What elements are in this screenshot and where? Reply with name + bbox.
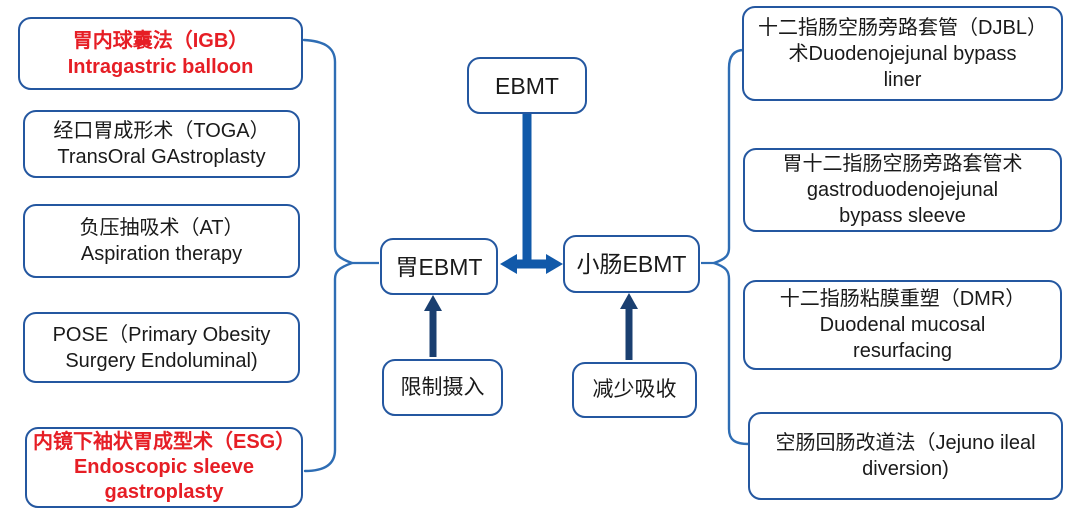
up-arrow-intestine: [620, 293, 638, 360]
node-line: Intragastric balloon: [67, 55, 254, 78]
node-line: resurfacing: [853, 340, 952, 362]
node-line: TransOral GAstroplasty: [57, 146, 266, 168]
node-dmr: 十二指肠粘膜重塑（DMR） Duodenal mucosal resurfaci…: [743, 280, 1062, 370]
node-line: 胃EBMT: [395, 253, 483, 280]
bidirectional-arrow: [500, 254, 563, 274]
node-line: 限制摄入: [400, 375, 485, 399]
node-ebmt-root: EBMT: [467, 57, 587, 114]
node-jejuno-ileal: 空肠回肠改道法（Jejuno ileal diversion): [748, 412, 1063, 500]
left-brace: [302, 38, 379, 473]
node-restrict-intake: 限制摄入: [382, 359, 503, 416]
node-line: Endoscopic sleeve: [73, 456, 255, 478]
node-line: 小肠EBMT: [576, 251, 687, 277]
node-igb: 胃内球囊法（IGB） Intragastric balloon: [18, 17, 303, 90]
node-line: 十二指肠粘膜重塑（DMR）: [779, 288, 1026, 310]
node-djbl: 十二指肠空肠旁路套管（DJBL） 术Duodenojejunal bypass …: [742, 6, 1063, 101]
right-brace: [701, 48, 751, 446]
node-line: EBMT: [495, 72, 559, 99]
node-line: liner: [883, 68, 922, 91]
node-line: 胃十二指肠空肠旁路套管术: [782, 153, 1023, 175]
node-line: Surgery Endoluminal): [65, 349, 258, 372]
node-line: Aspiration therapy: [80, 243, 243, 265]
node-line: 术Duodenojejunal bypass: [788, 42, 1017, 65]
node-line: 内镜下袖状胃成型术（ESG）: [33, 431, 296, 453]
node-esg: 内镜下袖状胃成型术（ESG） Endoscopic sleeve gastrop…: [25, 427, 303, 508]
node-gastroduodenojejunal-sleeve: 胃十二指肠空肠旁路套管术 gastroduodenojejunal bypass…: [743, 148, 1062, 232]
node-line: diversion): [862, 458, 949, 480]
up-arrow-stomach: [424, 295, 442, 357]
node-line: 经口胃成形术（TOGA）: [53, 120, 270, 142]
node-intestine-ebmt: 小肠EBMT: [563, 235, 700, 293]
node-stomach-ebmt: 胃EBMT: [380, 238, 498, 295]
node-line: 空肠回肠改道法（Jejuno ileal: [775, 432, 1036, 454]
node-line: 减少吸收: [592, 378, 677, 401]
node-line: bypass sleeve: [839, 205, 966, 227]
node-reduce-absorption: 减少吸收: [572, 362, 697, 418]
node-line: Duodenal mucosal: [819, 314, 986, 336]
node-line: 十二指肠空肠旁路套管（DJBL）: [758, 16, 1047, 39]
node-line: 胃内球囊法（IGB）: [72, 29, 249, 52]
node-line: POSE（Primary Obesity: [52, 323, 271, 346]
node-pose: POSE（Primary Obesity Surgery Endoluminal…: [23, 312, 300, 383]
node-line: gastroplasty: [104, 481, 224, 503]
node-line: gastroduodenojejunal: [806, 179, 999, 201]
node-line: 负压抽吸术（AT）: [79, 217, 244, 239]
node-toga: 经口胃成形术（TOGA） TransOral GAstroplasty: [23, 110, 300, 178]
node-at: 负压抽吸术（AT） Aspiration therapy: [23, 204, 300, 278]
